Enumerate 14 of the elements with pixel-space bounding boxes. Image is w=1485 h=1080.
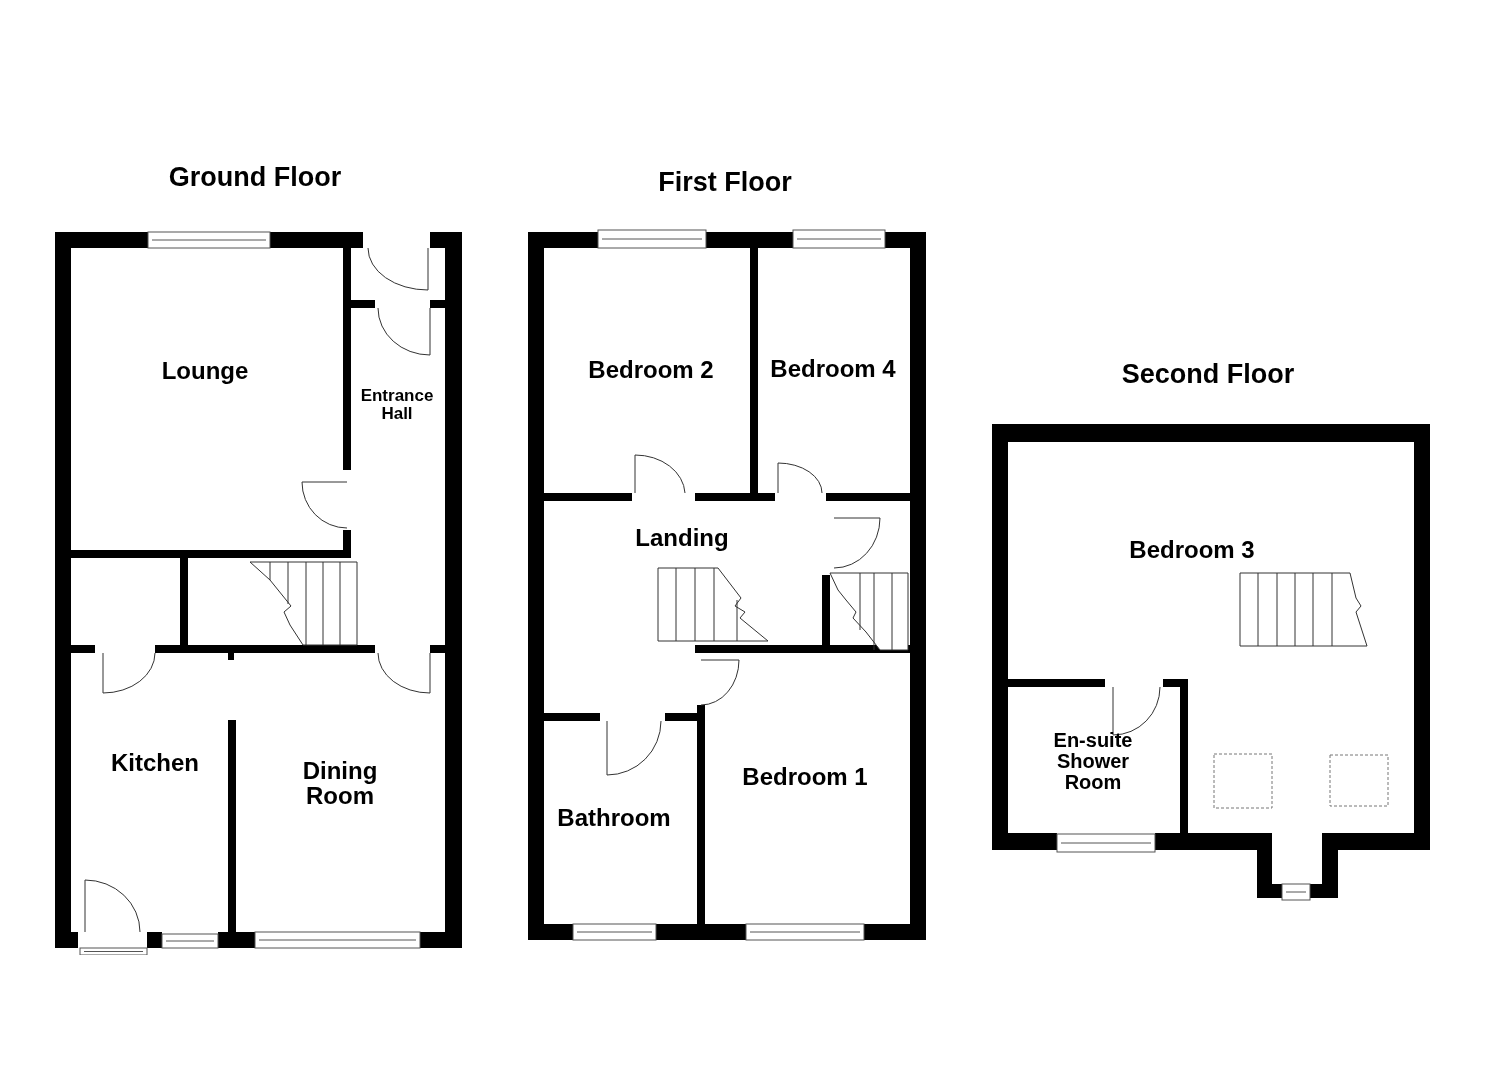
room-label: Dining Room [301,757,379,809]
room-label: Lounge [160,358,250,384]
floor-title: Second Floor [1120,359,1296,389]
floor-title: First Floor [657,167,793,197]
room-label: Bedroom 3 [1128,537,1256,563]
room-label: Landing [634,525,730,551]
room-label: Kitchen [110,750,200,776]
room-label: Bathroom [556,805,672,831]
room-label: Bedroom 2 [587,357,715,383]
room-label: En-suite Shower Room [1052,729,1134,793]
floor-title: Ground Floor [167,162,343,192]
room-label: Entrance Hall [359,387,435,423]
room-label: Bedroom 1 [741,764,869,790]
room-label: Bedroom 4 [769,356,897,382]
